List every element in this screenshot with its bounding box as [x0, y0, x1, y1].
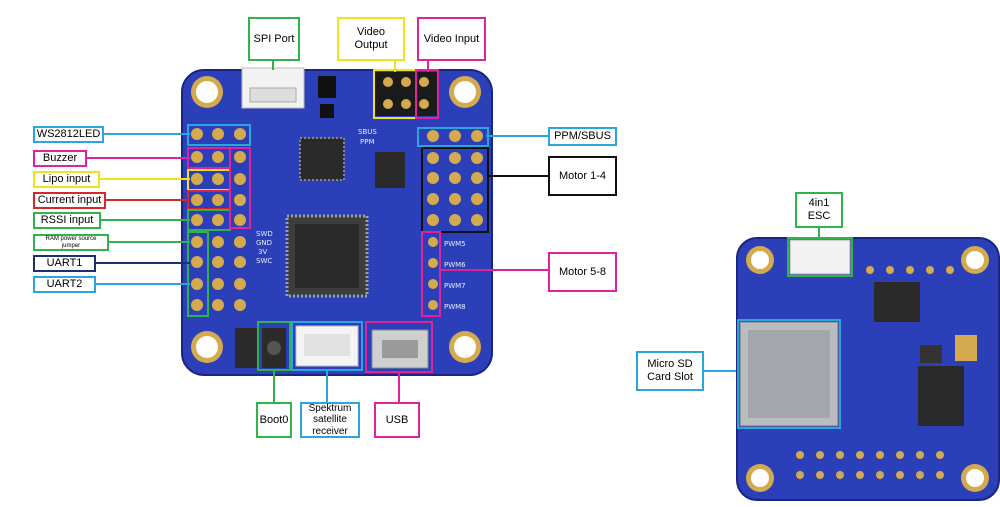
silk-sbus: SBUS — [358, 128, 377, 136]
right-pin-headers — [427, 130, 483, 310]
label-video-input: Video Input — [417, 17, 486, 61]
label-video-output: Video Output — [337, 17, 405, 61]
spektrum-connector — [291, 321, 363, 371]
label-current-input: Current input — [33, 192, 106, 209]
silk-pwm7: PWM7 — [444, 282, 466, 290]
label-ws2812led: WS2812LED — [33, 126, 104, 143]
left-board: SBUS PPM PWM5 PWM6 PWM7 PWM8 SWD GND 3V … — [181, 67, 493, 376]
label-buzzer: Buzzer — [33, 150, 87, 167]
silk-pwm5: PWM5 — [444, 240, 466, 248]
label-ppm-sbus: PPM/SBUS — [548, 127, 617, 146]
label-ram-power-jumper: RAM power source jumper — [33, 234, 109, 251]
silkscreen-labels: SBUS PPM PWM5 PWM6 PWM7 PWM8 SWD GND 3V … — [256, 128, 466, 311]
silk-swd: SWD — [256, 230, 273, 238]
silk-pwm8: PWM8 — [444, 303, 466, 311]
silk-gnd: GND — [256, 239, 272, 247]
label-4in1-esc: 4in1 ESC — [795, 192, 843, 228]
label-micro-sd: Micro SD Card Slot — [636, 351, 704, 391]
silk-3v: 3V — [258, 248, 267, 256]
label-usb: USB — [374, 402, 420, 438]
boot0-button — [235, 321, 291, 371]
leader-lines — [86, 60, 820, 402]
label-uart2: UART2 — [33, 276, 96, 293]
video-header — [375, 72, 437, 116]
silk-pwm6: PWM6 — [444, 261, 466, 269]
silk-ppm: PPM — [360, 138, 374, 146]
label-spi-port: SPI Port — [248, 17, 300, 61]
right-board — [736, 237, 1000, 501]
label-spektrum: Spektrum satellite receiver — [300, 402, 360, 438]
left-pin-headers — [191, 128, 246, 311]
label-uart1: UART1 — [33, 255, 96, 272]
spi-port-connector — [241, 67, 305, 109]
mount-holes — [191, 76, 481, 363]
label-lipo-input: Lipo input — [33, 171, 100, 188]
label-boot0: Boot0 — [256, 402, 292, 438]
mcu-chip — [285, 214, 369, 298]
usb-connector — [365, 321, 433, 373]
label-rssi-input: RSSI input — [33, 212, 101, 229]
label-motor-1-4: Motor 1-4 — [548, 156, 617, 196]
silk-swc: SWC — [256, 257, 272, 265]
label-motor-5-8: Motor 5-8 — [548, 252, 617, 292]
